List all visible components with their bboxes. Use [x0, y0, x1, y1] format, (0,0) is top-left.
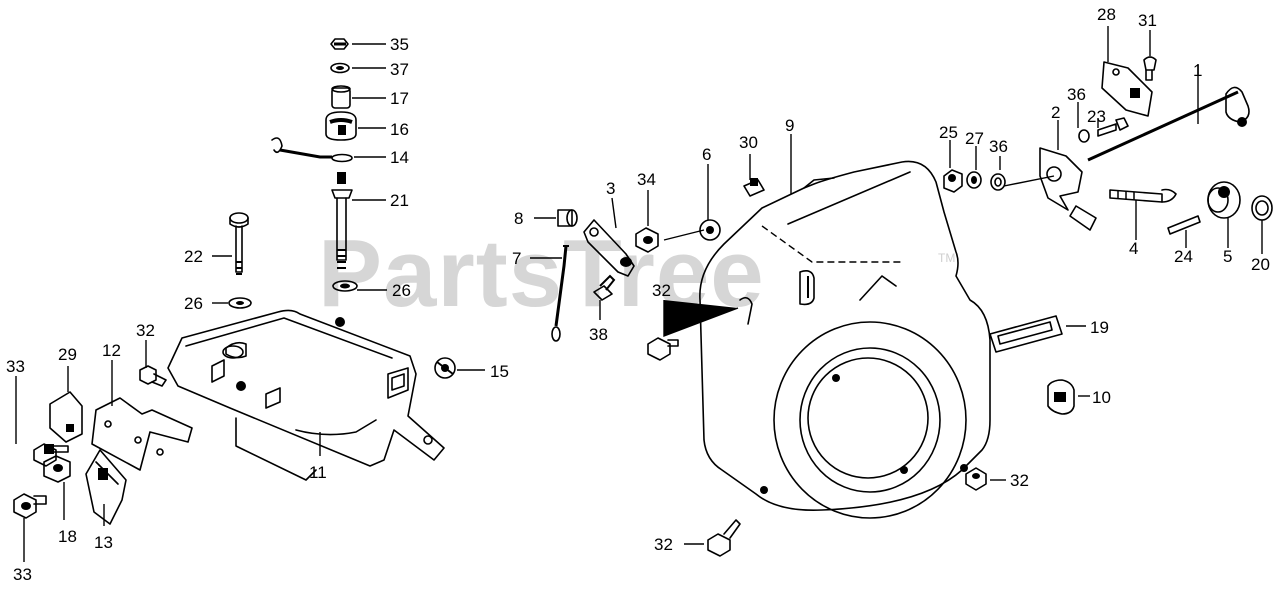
part-8-collar[interactable]	[557, 209, 578, 227]
part-9-fan-cover[interactable]	[699, 160, 991, 519]
callout-20: 20	[1251, 255, 1270, 274]
callout-25: 25	[939, 123, 958, 142]
part-32-bolt-center[interactable]	[647, 337, 679, 361]
part-36-washer-right[interactable]	[1078, 129, 1090, 143]
part-5-knob[interactable]	[1207, 181, 1241, 219]
part-24-pin[interactable]	[1167, 215, 1201, 235]
part-29-clip[interactable]	[49, 391, 83, 443]
part-3-governor-arm[interactable]	[583, 219, 635, 277]
part-26-washer-lower[interactable]	[228, 297, 252, 309]
part-25-nut[interactable]	[943, 169, 963, 193]
callout-1: 1	[1193, 61, 1202, 80]
callout-36-right: 36	[1067, 85, 1086, 104]
part-17-collar[interactable]	[331, 85, 351, 109]
callout-16: 16	[390, 120, 409, 139]
part-34-nut[interactable]	[635, 227, 659, 253]
callout-35: 35	[390, 35, 409, 54]
callout-9: 9	[785, 116, 794, 135]
callout-30: 30	[739, 133, 758, 152]
callout-14: 14	[390, 148, 409, 167]
part-4-pivot-bolt[interactable]	[1109, 188, 1177, 203]
callout-21: 21	[390, 191, 409, 210]
part-1-control-rod[interactable]	[1087, 86, 1250, 162]
callout-32-left: 32	[136, 321, 155, 340]
callout-31: 31	[1138, 11, 1157, 30]
callout-32-bottom: 32	[654, 535, 673, 554]
callout-34: 34	[637, 170, 656, 189]
callout-29: 29	[58, 345, 77, 364]
callout-10: 10	[1092, 388, 1111, 407]
part-10-rubber-grommet[interactable]	[1047, 379, 1075, 415]
callout-3: 3	[606, 179, 615, 198]
part-32-bolt-bottom[interactable]	[707, 519, 741, 557]
part-38-bolt[interactable]	[593, 274, 616, 301]
part-26-washer-upper[interactable]	[332, 280, 358, 292]
callout-33-lower: 33	[13, 565, 32, 584]
part-15-nut[interactable]	[434, 357, 456, 379]
callout-28: 28	[1097, 5, 1116, 24]
callout-37: 37	[390, 60, 409, 79]
part-14-choke-rod[interactable]	[271, 137, 353, 163]
part-6-collar[interactable]	[699, 219, 721, 241]
callout-32-right: 32	[1010, 471, 1029, 490]
callout-8: 8	[514, 209, 523, 228]
part-12-plate[interactable]	[91, 397, 193, 471]
callout-26-right: 26	[392, 281, 411, 300]
part-31-screw[interactable]	[1143, 56, 1157, 81]
callout-27: 27	[965, 129, 984, 148]
callout-33-upper: 33	[6, 357, 25, 376]
part-13-lever[interactable]	[85, 449, 127, 525]
part-30-bolt[interactable]	[743, 178, 765, 197]
leader-lines	[15, 26, 1263, 562]
callout-26-left: 26	[184, 294, 203, 313]
callout-19: 19	[1090, 318, 1109, 337]
part-2-bracket[interactable]	[1039, 147, 1097, 231]
part-7-link-rod[interactable]	[551, 245, 569, 342]
callout-18: 18	[58, 527, 77, 546]
callout-6: 6	[702, 145, 711, 164]
part-36-washer-center[interactable]	[990, 173, 1006, 191]
part-28-plate[interactable]	[1101, 61, 1153, 117]
callout-17: 17	[390, 89, 409, 108]
part-20-washer[interactable]	[1251, 195, 1273, 221]
part-33-bolt-lower[interactable]	[13, 493, 47, 519]
part-16-bushing[interactable]	[325, 111, 357, 141]
callout-13: 13	[94, 533, 113, 552]
part-18-nut[interactable]	[43, 455, 71, 483]
callout-12: 12	[102, 341, 121, 360]
part-35-nut[interactable]	[330, 38, 349, 50]
callout-2: 2	[1051, 103, 1060, 122]
callout-15: 15	[490, 362, 509, 381]
callout-5: 5	[1223, 247, 1232, 266]
part-22-pin[interactable]	[229, 212, 249, 275]
watermark-trademark: TM	[938, 251, 955, 265]
callout-labels: 35 37 17 16 14 21 22 26 26 15 32 12 29 3…	[6, 5, 1270, 584]
callout-38: 38	[589, 325, 608, 344]
callout-23: 23	[1087, 107, 1106, 126]
callout-22: 22	[184, 247, 203, 266]
part-23-screw[interactable]	[1097, 117, 1129, 137]
part-21-screw[interactable]	[331, 172, 353, 269]
part-27-washer[interactable]	[966, 171, 982, 189]
callout-7: 7	[512, 249, 521, 268]
callout-4: 4	[1129, 239, 1138, 258]
part-32-bolt-right[interactable]	[965, 467, 987, 491]
part-33-bolt-upper[interactable]	[33, 443, 69, 467]
callout-11: 11	[309, 463, 327, 482]
part-11-control-bracket[interactable]	[167, 309, 445, 481]
callout-24: 24	[1174, 247, 1193, 266]
part-32-bolt-left[interactable]	[139, 365, 167, 387]
callout-32-center: 32	[652, 281, 671, 300]
part-37-washer[interactable]	[330, 62, 350, 74]
callout-36-center: 36	[989, 137, 1008, 156]
part-19-gasket[interactable]	[989, 315, 1063, 353]
